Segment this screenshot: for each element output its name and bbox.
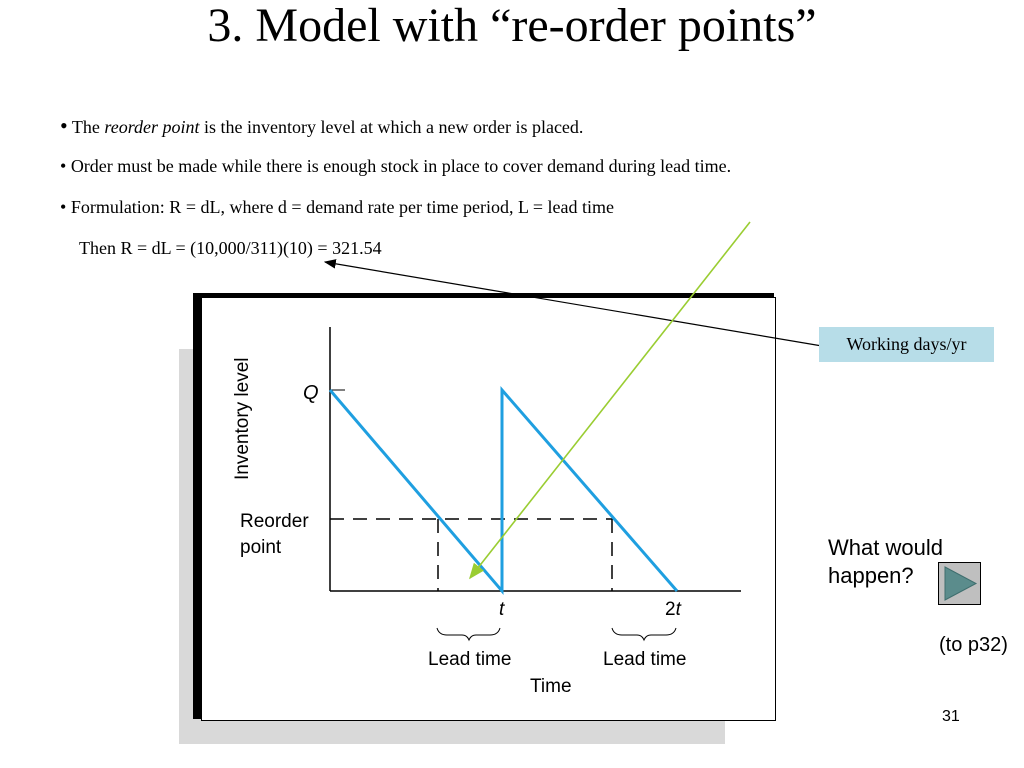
bullet-formulation: • Formulation: R = dL, where d = demand … [60,197,614,217]
working-days-callout: Working days/yr [819,327,994,362]
tick-2t: 2t [665,599,682,620]
bullet-calculation: Then R = dL = (10,000/311)(10) = 321.54 [79,238,382,258]
lead-time-brace [436,627,501,642]
question-line: happen? [828,563,914,588]
y-axis-label: Inventory level [232,357,253,480]
play-triangle-icon [944,566,978,601]
page-number: 31 [942,708,960,725]
x-axis-label: Time [530,676,572,697]
bullet-order-timing: • Order must be made while there is enou… [60,156,732,176]
lead-time-label: Lead time [603,649,686,670]
slide-title: 3. Model with “re-order points” [207,0,817,52]
bullet-reorder-point: • The reorder point is the inventory lev… [60,113,584,138]
tick-2t-number: 2 [665,599,676,620]
diagram-panel [201,297,776,721]
reorder-point-term: reorder point [104,117,200,137]
tick-t: t [499,599,505,620]
bullet-text: is the inventory level at which a new or… [199,117,584,137]
inventory-line [328,385,679,596]
bullet-text: Order must be made while there is enough… [70,156,732,176]
next-slide-button[interactable] [938,562,981,605]
what-would-happen-text: What would happen? [828,534,943,590]
lead-time-brace [611,627,677,642]
bullet-text: The [71,117,105,137]
lead-time-arrow [469,221,751,580]
reorder-label: point [240,537,282,558]
question-line: What would [828,535,943,560]
q-label: Q [303,382,319,404]
lead-time-label: Lead time [428,649,511,670]
callout-arrow [323,259,829,348]
to-p32-link[interactable]: (to p32) [939,634,1008,656]
reorder-label: Reorder [240,511,309,532]
bullet-text: Formulation: R = dL, where d = demand ra… [70,197,614,217]
tick-2t-variable: t [676,599,682,620]
